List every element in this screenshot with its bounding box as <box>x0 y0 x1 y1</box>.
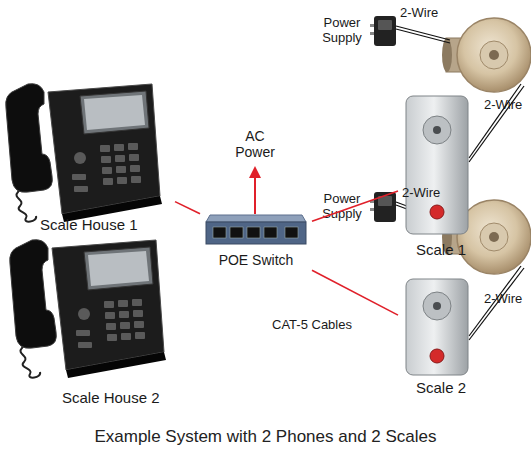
power-label: AC Power <box>226 128 284 160</box>
horn-bell <box>457 18 531 92</box>
node-label: Power Supply <box>312 192 372 222</box>
wire <box>469 268 524 340</box>
scale-intercom: Scale 1 <box>398 92 484 260</box>
phone-screen-frame <box>80 91 149 134</box>
power-supply-icon <box>370 192 396 222</box>
cat5-cable <box>312 270 398 315</box>
intercom-box <box>406 96 468 234</box>
phone-station: Scale House 2 <box>0 236 200 412</box>
adapter-face <box>378 20 392 30</box>
steel-plate <box>406 96 468 234</box>
cat5-cable <box>312 191 398 221</box>
call-button <box>430 349 444 363</box>
scale-intercom: Scale 2 <box>398 275 484 400</box>
node-label: Scale 1 <box>398 241 484 258</box>
network-switch <box>206 215 306 244</box>
wire-label: 2-Wire <box>484 98 522 113</box>
power-supply: Power Supply <box>312 188 374 230</box>
diagram-caption: Example System with 2 Phones and 2 Scale… <box>0 427 531 447</box>
node-label: Scale House 2 <box>62 389 200 406</box>
wire <box>469 86 524 162</box>
node-label: Scale House 1 <box>40 216 175 233</box>
wire <box>469 84 521 158</box>
node-label: Power Supply <box>312 16 372 46</box>
horn-throat <box>480 41 508 69</box>
wire-label: 2-Wire <box>402 186 440 201</box>
arrow-head <box>249 166 261 178</box>
call-button <box>430 205 444 219</box>
poe-switch: POE Switch <box>200 210 312 272</box>
adapter-prong <box>370 24 374 27</box>
speaker-center <box>433 126 441 134</box>
power-supply: Power Supply <box>312 12 374 54</box>
speaker-center <box>433 302 441 310</box>
switch-ports <box>213 227 298 238</box>
switch-top <box>206 215 306 222</box>
adapter-body <box>374 16 396 46</box>
horn-center <box>489 50 499 60</box>
keypad <box>72 143 141 192</box>
phone-station: Scale House 1 <box>0 78 175 240</box>
power-arrow <box>249 166 261 214</box>
horn-speaker <box>442 18 531 92</box>
wire-label: 2-Wire <box>484 292 522 307</box>
wire-label: 2-Wire <box>400 6 438 21</box>
desk-phone <box>6 84 162 222</box>
arrow-shaft <box>254 176 256 214</box>
steel-plate <box>406 279 468 375</box>
phone-screen <box>84 95 145 130</box>
horn-cap <box>442 38 452 72</box>
node-label: POE Switch <box>200 252 312 268</box>
switch-front <box>206 222 306 244</box>
desk-phone <box>10 240 166 378</box>
cable-label: CAT-5 Cables <box>272 318 352 333</box>
phone-body <box>48 84 160 214</box>
phone-handset <box>6 84 53 193</box>
power-supply-icon <box>370 16 396 46</box>
speaker-grill <box>423 292 451 320</box>
cat5-cable <box>175 202 200 214</box>
adapter-prong <box>370 32 374 35</box>
speaker-grill <box>423 116 451 144</box>
intercom-box <box>406 279 468 375</box>
wire <box>396 29 450 43</box>
wire <box>396 26 450 40</box>
node-label: Scale 2 <box>398 379 484 396</box>
